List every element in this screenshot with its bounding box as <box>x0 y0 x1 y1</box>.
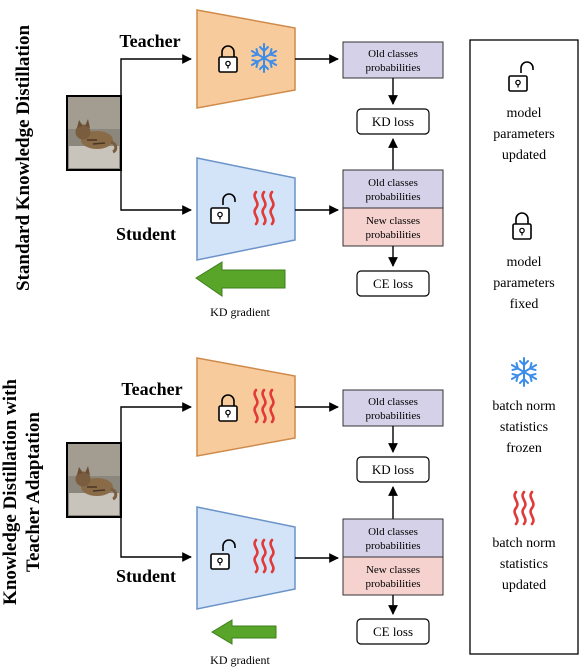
legend-text: model <box>507 106 542 121</box>
student-label: Student <box>116 566 176 586</box>
kd-gradient-label: KD gradient <box>210 305 270 319</box>
teacher-old-probs-box <box>342 41 444 79</box>
ce-loss-box <box>356 618 430 645</box>
ce-loss-box <box>356 270 430 297</box>
legend-text: statistics <box>500 420 548 435</box>
legend-text: model <box>507 255 542 270</box>
new-probs-text: New classes <box>366 215 420 227</box>
kd-loss-box <box>356 108 430 135</box>
legend-text: parameters <box>493 276 554 291</box>
legend-text: statistics <box>500 557 548 572</box>
bottom-section-title-line2: Teacher Adaptation <box>23 412 44 572</box>
old-probs-text: Old classes <box>368 48 418 60</box>
old-probs-text: Old classes <box>368 526 418 538</box>
top-section-title: Standard Knowledge Distillation <box>13 25 34 291</box>
legend-text: fixed <box>510 297 539 312</box>
student-new-probs-box <box>342 207 444 247</box>
student-label: Student <box>116 224 176 244</box>
old-probs-text: probabilities <box>366 540 421 552</box>
teacher-label: Teacher <box>121 379 182 399</box>
legend-text: updated <box>502 578 546 593</box>
student-old-probs-box <box>342 169 444 209</box>
teacher-label: Teacher <box>119 31 180 51</box>
bottom-section: Teacher Student Old classes probabilitie… <box>65 357 444 667</box>
cat-photo <box>65 441 123 519</box>
kd-gradient-label: KD gradient <box>210 653 270 667</box>
kd-gradient-arrow <box>195 261 286 297</box>
kd-loss-label: KD loss <box>372 114 414 129</box>
legend-text: batch norm <box>492 536 555 551</box>
new-probs-text: probabilities <box>366 578 421 590</box>
old-probs-text: Old classes <box>368 177 418 189</box>
teacher-network <box>196 357 296 457</box>
old-probs-text: probabilities <box>366 62 421 74</box>
teacher-network <box>196 9 296 109</box>
new-probs-text: New classes <box>366 564 420 576</box>
kd-gradient-arrow <box>211 619 277 645</box>
legend-text: updated <box>502 148 546 163</box>
legend-text: batch norm <box>492 399 555 414</box>
ce-loss-label: CE loss <box>373 624 413 639</box>
legend-box <box>469 39 579 655</box>
bottom-section-title-line1: Knowledge Distillation with <box>0 379 21 605</box>
student-network <box>196 506 296 610</box>
kd-loss-box <box>356 456 430 483</box>
top-section: Teacher Student Old classes probabilitie… <box>65 9 444 319</box>
cat-photo <box>65 94 123 172</box>
new-probs-text: probabilities <box>366 229 421 241</box>
old-probs-text: probabilities <box>366 191 421 203</box>
teacher-old-probs-box <box>342 389 444 427</box>
legend-text: parameters <box>493 127 554 142</box>
old-probs-text: probabilities <box>366 410 421 422</box>
student-network <box>196 157 296 261</box>
ce-loss-label: CE loss <box>373 276 413 291</box>
kd-loss-label: KD loss <box>372 462 414 477</box>
legend-text: frozen <box>506 441 542 456</box>
legend: model parameters updated model parameter… <box>469 39 579 655</box>
old-probs-text: Old classes <box>368 396 418 408</box>
student-new-probs-box <box>342 556 444 596</box>
